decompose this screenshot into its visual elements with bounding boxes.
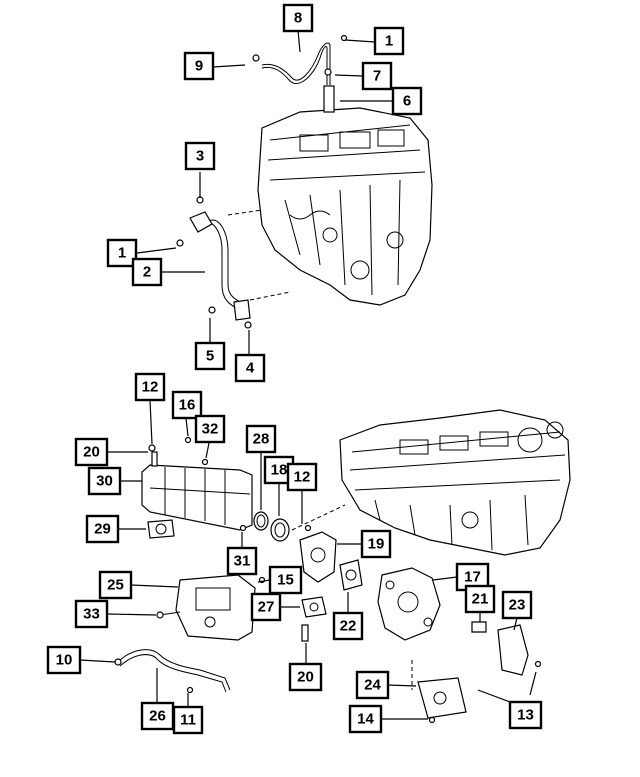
svg-text:7: 7 — [373, 68, 381, 85]
callout-33: 33 — [74, 599, 109, 629]
callout-8: 8 — [282, 3, 314, 33]
callout-1-left: 1 — [106, 238, 138, 268]
svg-text:31: 31 — [234, 553, 251, 570]
egr-cooler-base — [175, 574, 266, 641]
temperature-sensor — [471, 621, 487, 633]
callout-19: 19 — [360, 529, 392, 559]
svg-text:27: 27 — [258, 599, 275, 616]
svg-text:1: 1 — [385, 33, 393, 50]
callout-16: 16 — [171, 390, 203, 420]
bolt — [156, 611, 181, 619]
svg-text:8: 8 — [294, 10, 302, 27]
callout-27: 27 — [250, 592, 282, 622]
mounting-bracket — [497, 624, 542, 676]
svg-text:19: 19 — [368, 536, 385, 553]
svg-text:26: 26 — [149, 708, 166, 725]
engine-block-upper — [257, 107, 433, 306]
svg-text:33: 33 — [83, 606, 100, 623]
callout-23: 23 — [501, 590, 533, 620]
svg-text:9: 9 — [195, 58, 203, 75]
svg-text:30: 30 — [96, 473, 113, 490]
callout-20: 20 — [74, 437, 109, 467]
callout-12: 12 — [134, 372, 166, 402]
callout-2: 2 — [131, 257, 163, 287]
callout-11: 11 — [172, 705, 204, 735]
svg-text:3: 3 — [196, 148, 204, 165]
svg-text:32: 32 — [202, 421, 219, 438]
callout-13: 13 — [508, 700, 543, 730]
svg-text:24: 24 — [364, 677, 381, 694]
svg-text:21: 21 — [472, 591, 489, 608]
callout-14: 14 — [348, 704, 383, 734]
svg-text:6: 6 — [403, 93, 411, 110]
callout-12-right: 12 — [286, 462, 318, 492]
callout-3: 3 — [184, 141, 216, 171]
callout-24: 24 — [355, 670, 390, 700]
callout-1: 1 — [373, 26, 405, 56]
coolant-tube — [114, 649, 231, 694]
svg-text:18: 18 — [271, 462, 288, 479]
oil-return-tube — [176, 196, 291, 329]
svg-text:15: 15 — [277, 572, 294, 589]
svg-text:13: 13 — [517, 707, 534, 724]
callout-7: 7 — [361, 61, 393, 91]
svg-text:22: 22 — [340, 618, 357, 635]
callout-25: 25 — [98, 570, 133, 600]
svg-text:12: 12 — [142, 379, 159, 396]
svg-text:1: 1 — [118, 245, 126, 262]
callout-15: 15 — [268, 565, 303, 595]
heat-shield — [411, 660, 467, 724]
seal-rings — [239, 511, 290, 542]
svg-text:17: 17 — [464, 569, 481, 586]
coolant-gasket — [301, 596, 327, 642]
turbo-oil-feed-tube — [252, 34, 348, 113]
gasket — [147, 519, 175, 539]
svg-text:29: 29 — [94, 521, 111, 538]
leader-lines — [79, 29, 537, 720]
callout-28: 28 — [245, 424, 277, 454]
svg-text:14: 14 — [357, 711, 374, 728]
svg-text:5: 5 — [206, 348, 214, 365]
callout-5: 5 — [194, 341, 226, 371]
svg-text:20: 20 — [297, 669, 314, 686]
svg-text:11: 11 — [180, 712, 196, 729]
callout-10: 10 — [46, 645, 82, 675]
svg-text:4: 4 — [246, 360, 255, 377]
callout-29: 29 — [85, 514, 120, 544]
svg-text:20: 20 — [83, 444, 100, 461]
svg-text:25: 25 — [107, 577, 124, 594]
callout-32: 32 — [194, 414, 226, 444]
callout-9: 9 — [183, 51, 215, 81]
thermostat-housing — [377, 567, 441, 641]
svg-text:10: 10 — [56, 652, 73, 669]
egr-valve — [291, 504, 346, 583]
egr-gasket — [339, 559, 363, 591]
svg-text:28: 28 — [253, 431, 270, 448]
callout-6: 6 — [391, 86, 423, 116]
callout-30: 30 — [87, 466, 122, 496]
svg-text:12: 12 — [294, 469, 311, 486]
svg-text:23: 23 — [509, 597, 526, 614]
svg-text:2: 2 — [143, 264, 151, 281]
callout-4: 4 — [234, 353, 266, 383]
callout-20-lower: 20 — [288, 662, 323, 692]
callout-21: 21 — [464, 584, 496, 614]
callout-26: 26 — [140, 701, 175, 731]
callout-22: 22 — [332, 611, 364, 641]
engine-block-lower — [339, 409, 571, 556]
svg-text:16: 16 — [179, 397, 196, 414]
callout-31: 31 — [226, 546, 258, 576]
egr-cooler — [141, 436, 253, 531]
